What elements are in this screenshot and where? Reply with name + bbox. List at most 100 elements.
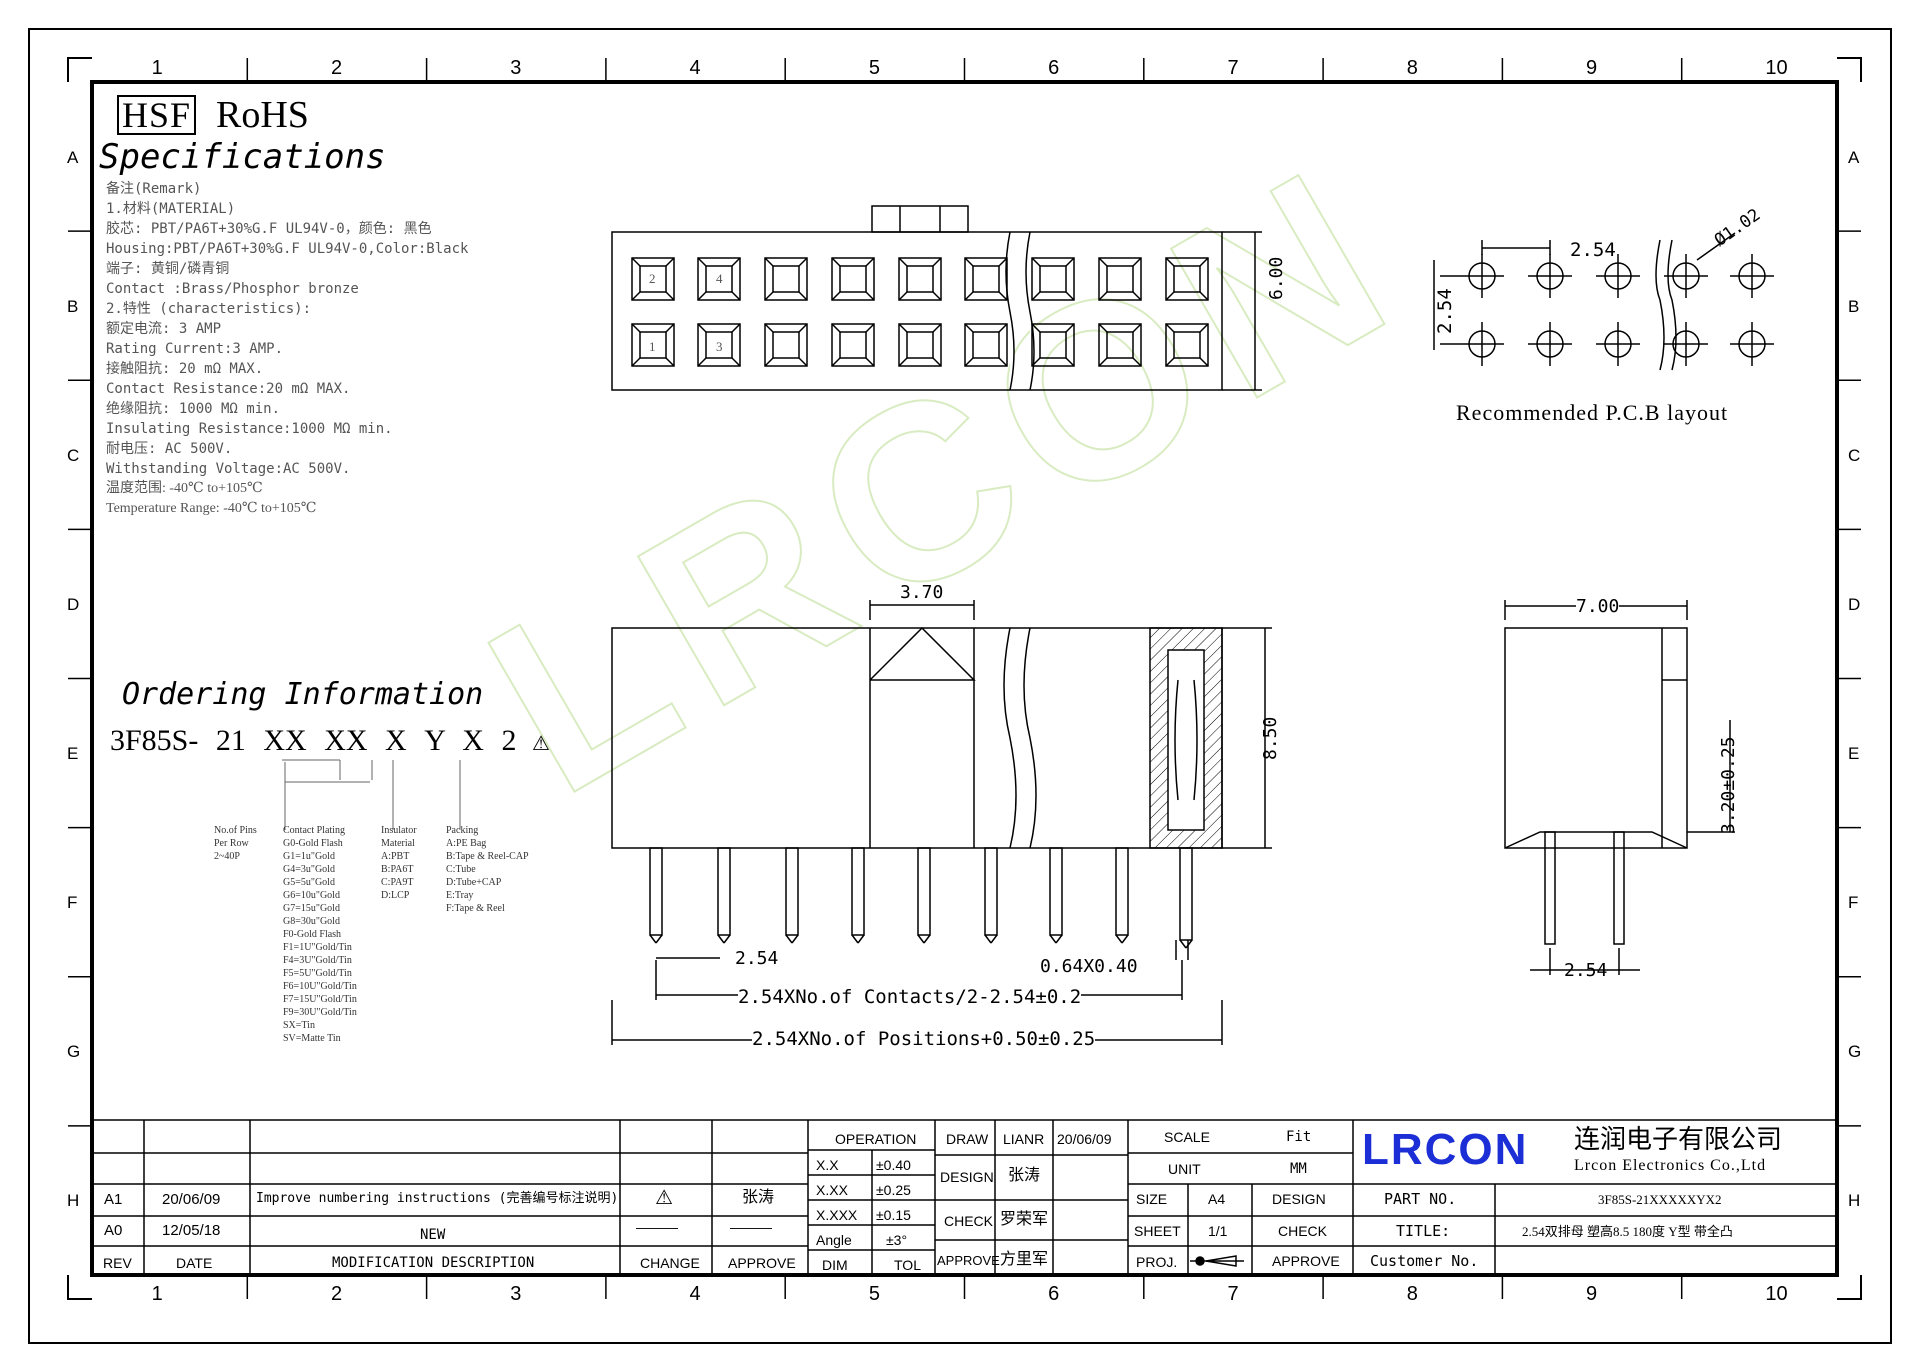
svg-text:LRCON: LRCON: [447, 110, 1443, 846]
zone-row-label: E: [1848, 744, 1860, 764]
spec-line: Withstanding Voltage:AC 500V.: [106, 461, 351, 477]
contact-pin: [649, 847, 663, 936]
spec-line: 温度范围: -40℃ to+105℃: [106, 481, 263, 496]
code-prefix: 3F85S-: [110, 724, 199, 757]
pin-cavity-inner: [705, 331, 733, 359]
sheet-value: 1/1: [1208, 1223, 1228, 1239]
dim-7-00: 7.00: [1576, 596, 1620, 617]
zone-column-label: 5: [868, 57, 880, 79]
title-value: 2.54双排母 塑高8.5 180度 Y型 带全凸: [1522, 1224, 1733, 1239]
size-value: A4: [1208, 1191, 1226, 1207]
code-part: XX: [324, 724, 368, 757]
dim-3-20: 3.20±0.25: [1718, 736, 1739, 834]
header-approve: APPROVE: [728, 1255, 796, 1271]
spec-line: Insulating Resistance:1000 MΩ min.: [106, 421, 393, 437]
spec-line: 2.特性 (characteristics):: [106, 301, 312, 317]
pin-cavity: [1031, 323, 1075, 367]
pin-cavity-inner: [839, 331, 867, 359]
warning-icon: ⚠: [531, 733, 550, 755]
pin-cavity-inner: [639, 331, 667, 359]
spec-line: 绝缘阻抗: 1000 MΩ min.: [106, 401, 281, 417]
pin-cavity-inner: [1039, 265, 1067, 293]
zone-column-label: 6: [1048, 1283, 1060, 1305]
zone-column-label: 7: [1227, 1283, 1239, 1305]
dim-pin-size: 0.64X0.40: [1040, 956, 1138, 977]
spec-line: Rating Current:3 AMP.: [106, 341, 284, 357]
pin-cavity: [1165, 323, 1209, 367]
approve-cell: 张涛: [742, 1189, 775, 1206]
dim-8-50: 8.50: [1260, 716, 1281, 760]
change-cell: ———: [636, 1219, 678, 1235]
draw-label: DRAW: [946, 1131, 989, 1147]
zone-column-label: 4: [689, 57, 701, 79]
spec-line: 额定电流: 3 AMP: [106, 321, 222, 337]
zone-row-label: C: [1848, 445, 1861, 465]
pin-cavity: [898, 257, 942, 301]
zone-column-label: 9: [1586, 57, 1598, 79]
change-cell: ⚠: [655, 1187, 673, 1209]
side-view: [1504, 600, 1735, 975]
contact-pin: [717, 847, 731, 936]
zone-row-label: D: [1848, 594, 1861, 614]
zone-column-label: 2: [330, 1283, 343, 1305]
draw-name: LIANR: [1003, 1131, 1045, 1147]
customer-no-label: Customer No.: [1370, 1252, 1479, 1270]
code-part: XX: [263, 724, 307, 757]
company-name-cn: 连润电子有限公司: [1574, 1124, 1783, 1154]
pin-label: 3: [716, 339, 723, 354]
pin-cavity-inner: [1106, 265, 1134, 293]
title-block-grid: [92, 1119, 1837, 1275]
pin-cavity-inner: [1106, 331, 1134, 359]
projection-symbol: [1190, 1255, 1244, 1267]
title-label: TITLE:: [1396, 1222, 1451, 1240]
approve-cell: ———: [730, 1219, 772, 1235]
desc-cell: Improve numbering instructions (完善编号标注说明…: [256, 1191, 619, 1206]
top-view: [611, 205, 1262, 391]
zone-column-label: 10: [1765, 1283, 1788, 1305]
tol-val: ±0.40: [876, 1157, 911, 1173]
dim-label: DIM: [822, 1257, 848, 1273]
code-part: 21: [215, 724, 246, 757]
scale-label: SCALE: [1164, 1129, 1210, 1145]
zone-column-label: 6: [1048, 57, 1060, 79]
tol-label: TOL: [894, 1257, 921, 1273]
pin-cavity: [964, 323, 1008, 367]
spec-line: 接触阻抗: 20 mΩ MAX.: [106, 361, 264, 377]
dim-height-top: 6.00: [1266, 256, 1287, 300]
pin-cavity: [831, 257, 875, 301]
tol-dim: X.XXX: [816, 1207, 858, 1223]
page-title: Specifications: [99, 137, 386, 177]
dim-3-70: 3.70: [900, 582, 944, 603]
pin-cavity-inner: [972, 331, 1000, 359]
desc-cell: NEW: [420, 1227, 446, 1243]
zone-row-label: D: [67, 594, 80, 614]
tol-val: ±0.25: [876, 1182, 911, 1198]
pcb-layout-label: Recommended P.C.B layout: [1456, 400, 1729, 425]
pin-cavity: [631, 257, 675, 301]
design-name: 张涛: [1008, 1167, 1041, 1184]
proj-label: PROJ.: [1136, 1254, 1178, 1270]
pin-cavity-inner: [1039, 331, 1067, 359]
part-no-label: PART NO.: [1384, 1190, 1457, 1208]
code-part: 2: [501, 724, 517, 757]
company-name-en: Lrcon Electronics Co.,Ltd: [1574, 1157, 1767, 1174]
zone-column-label: 5: [868, 1283, 880, 1305]
pin-cavity: [764, 323, 808, 367]
contact-pin: [1115, 847, 1129, 936]
zone-column-label: 8: [1406, 1283, 1418, 1305]
pin-cavity: [631, 323, 675, 367]
design-label: DESIGN: [940, 1169, 994, 1185]
tol-val: ±3°: [886, 1232, 908, 1248]
zone-column-label: 4: [689, 1283, 701, 1305]
pin-cavity: [764, 257, 808, 301]
dim-pcb-pitch-y: 2.54: [1434, 288, 1456, 334]
pin-cavity-inner: [839, 265, 867, 293]
rev-cell: A1: [104, 1191, 123, 1208]
operation-label: OPERATION: [835, 1131, 917, 1147]
pin-cavity: [697, 323, 741, 367]
approve-name: 方里军: [1000, 1251, 1049, 1268]
zone-column-label: 3: [510, 57, 522, 79]
dim-pcb-pitch-x: 2.54: [1570, 239, 1616, 261]
zone-column-label: 7: [1227, 57, 1239, 79]
spec-line: 耐电压: AC 500V.: [106, 441, 233, 457]
